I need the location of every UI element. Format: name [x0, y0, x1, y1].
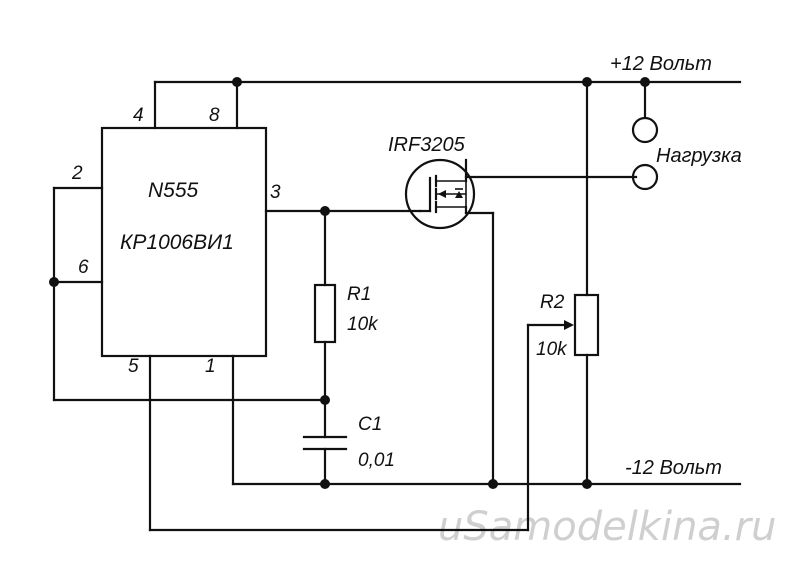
load-label: Нагрузка: [656, 145, 742, 167]
junction-dot: [488, 479, 498, 489]
junction-dot: [582, 77, 592, 87]
mosfet-name: IRF3205: [388, 134, 466, 156]
pin-6-label: 6: [78, 257, 89, 278]
r2-wiper-arrow: [564, 320, 574, 330]
mosfet-transistor: [404, 158, 638, 486]
r2-name: R2: [540, 292, 565, 313]
output-wires: [264, 209, 422, 486]
pin-5-wires: [148, 323, 568, 532]
c1-capacitor: [302, 435, 348, 451]
r1-resistor: [313, 283, 337, 344]
pin-3-label: 3: [270, 182, 281, 203]
pin-2-label: 2: [71, 163, 83, 184]
r2-potentiometer: [573, 293, 600, 357]
r1-name: R1: [347, 284, 371, 305]
junction-dot: [320, 395, 330, 405]
junction-dot: [232, 77, 242, 87]
ic-body: [100, 126, 268, 358]
junction-dot: [582, 479, 592, 489]
junction-dots: [49, 77, 650, 489]
ic-name: N555: [148, 179, 199, 202]
pin-8-label: 8: [209, 105, 220, 126]
watermark: uSamodelkina.ru: [438, 504, 776, 550]
ic-part-number: КР1006ВИ1: [120, 231, 234, 254]
load-terminal-bottom: [631, 163, 659, 191]
pin-1-label: 1: [205, 356, 216, 377]
trigger-threshold-wires: [52, 186, 327, 402]
pin-4-label: 4: [133, 105, 144, 126]
r1-value: 10k: [347, 314, 379, 335]
r2-value: 10k: [536, 339, 568, 360]
c1-value: 0,01: [358, 450, 395, 471]
junction-dot: [640, 77, 650, 87]
junction-dot: [320, 479, 330, 489]
junction-dot: [320, 206, 330, 216]
pin-5-label: 5: [128, 356, 139, 377]
junction-dot: [49, 277, 59, 287]
load-terminal-top: [631, 116, 659, 144]
c1-name: C1: [358, 414, 382, 435]
negative-supply-label: -12 Вольт: [625, 457, 722, 479]
positive-supply-label: +12 Вольт: [610, 53, 712, 75]
